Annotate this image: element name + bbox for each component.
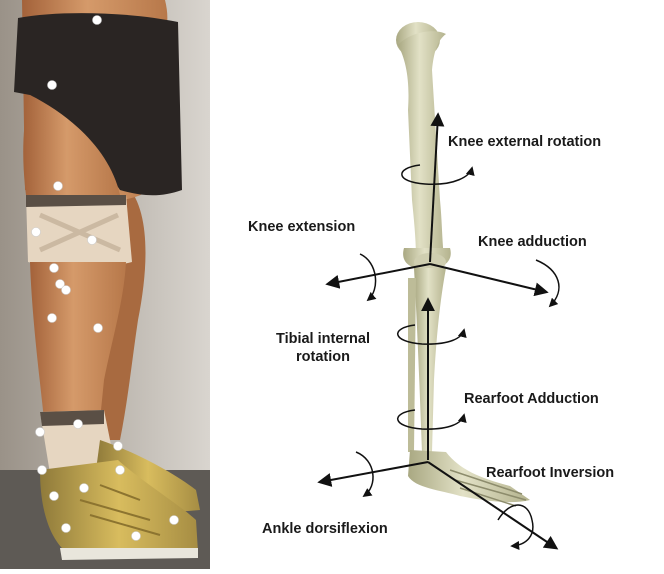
label-tibial-internal-rotation-line1: Tibial internal [264,330,382,348]
label-ankle-dorsiflexion: Ankle dorsiflexion [262,520,388,538]
label-knee-external-rotation: Knee external rotation [448,133,601,151]
label-rearfoot-adduction: Rearfoot Adduction [464,390,599,408]
label-tibial-internal-rotation-line2: rotation [264,348,382,366]
label-tibial-internal-rotation: Tibial internal rotation [264,330,382,366]
femur [396,22,451,268]
leg-photo-with-markers-icon [0,0,210,569]
label-rearfoot-inversion: Rearfoot Inversion [486,464,614,482]
skeleton-diagram: Knee external rotation Knee extension Kn… [210,0,664,569]
label-knee-extension: Knee extension [248,218,355,236]
label-knee-adduction: Knee adduction [478,233,587,251]
knee-strap [26,195,126,207]
knee-adduction-arrow [536,260,559,306]
leg-skeleton-icon [210,0,664,569]
knee-adduction-axis [430,264,546,292]
leg-photo [0,0,210,569]
rearfoot-inversion-arrow [498,505,533,546]
